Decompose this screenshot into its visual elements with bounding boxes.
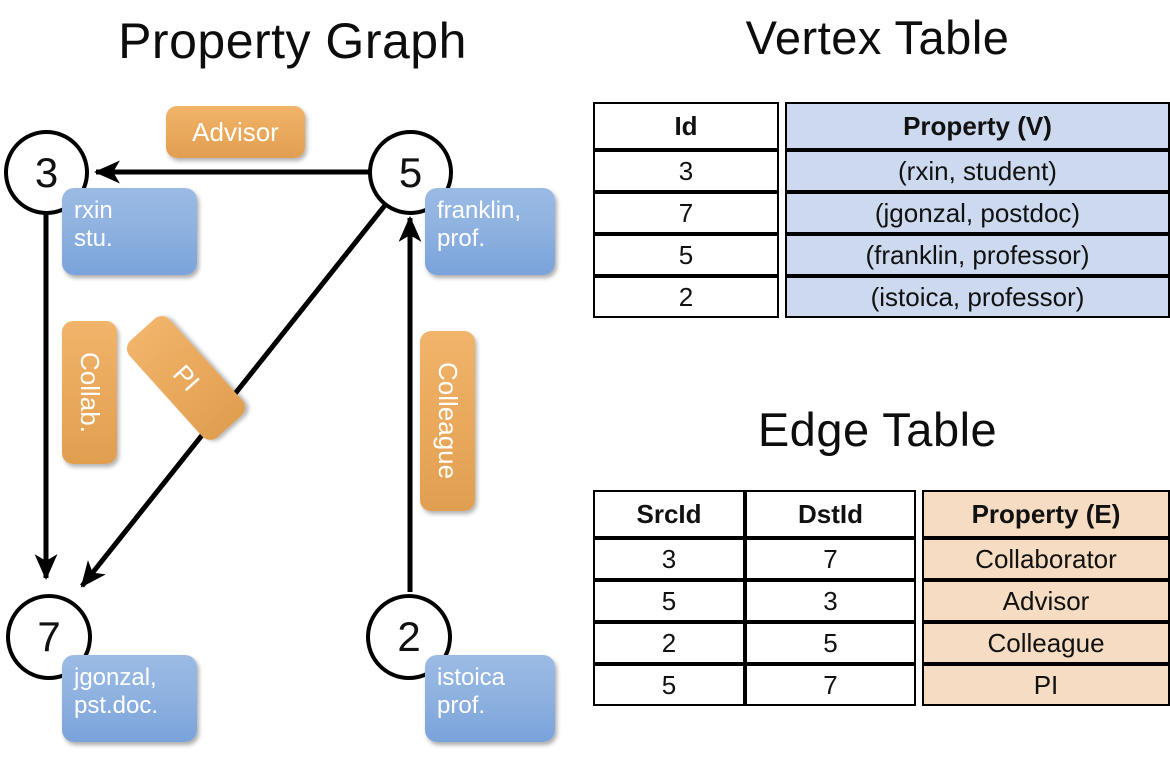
table-row: 5 7 PI	[593, 664, 1170, 706]
edge-cell-dstid: 7	[745, 538, 916, 580]
vertex-table-column-gap	[779, 150, 785, 192]
vertex-table-column-gap	[779, 192, 785, 234]
graph-node-5[interactable]: 5	[368, 130, 453, 215]
page-title-property-graph: Property Graph	[118, 13, 467, 69]
table-row: 5 3 Advisor	[593, 580, 1170, 622]
edge-table-header-property: Property (E)	[922, 490, 1170, 538]
table-row: 3 (rxin, student)	[593, 150, 1170, 192]
table-row: 7 (jgonzal, postdoc)	[593, 192, 1170, 234]
vertex-table: Id Property (V) 3 (rxin, student) 7 (jgo…	[593, 102, 1170, 318]
edge-cell-property: Colleague	[922, 622, 1170, 664]
edge-table: SrcId DstId Property (E) 3 7 Collaborato…	[593, 490, 1170, 706]
vertex-cell-id: 7	[593, 192, 779, 234]
node-property-3-line1: rxin	[74, 197, 113, 224]
edge-table-header-row: SrcId DstId Property (E)	[593, 490, 1170, 538]
node-property-2-line2: prof.	[437, 692, 486, 720]
graph-node-2[interactable]: 2	[366, 594, 452, 680]
edge-table-column-gap	[916, 538, 922, 580]
edge-cell-srcid: 5	[593, 664, 745, 706]
vertex-table-column-gap	[779, 276, 785, 318]
edge-cell-srcid: 2	[593, 622, 745, 664]
node-property-box-3: rxin stu.	[62, 188, 197, 275]
node-property-5-line1: franklin,	[437, 197, 522, 224]
edge-cell-srcid: 3	[593, 538, 745, 580]
table-row: 3 7 Collaborator	[593, 538, 1170, 580]
node-property-box-7: jgonzal, pst.doc.	[62, 655, 197, 742]
table-row: 5 (franklin, professor)	[593, 234, 1170, 276]
vertex-cell-property: (jgonzal, postdoc)	[785, 192, 1170, 234]
edge-cell-property: PI	[922, 664, 1170, 706]
edge-cell-srcid: 5	[593, 580, 745, 622]
vertex-cell-id: 2	[593, 276, 779, 318]
node-property-3-line2: stu.	[74, 225, 113, 253]
edge-table-header-dstid: DstId	[745, 490, 916, 538]
node-property-box-2: istoica prof.	[425, 655, 555, 742]
page-title-edge-table: Edge Table	[757, 403, 998, 456]
vertex-table-header-row: Id Property (V)	[593, 102, 1170, 150]
node-property-7-line1: jgonzal,	[74, 664, 157, 691]
edge-label-collab: Collab.	[62, 321, 117, 464]
edge-cell-dstid: 5	[745, 622, 916, 664]
table-row: 2 5 Colleague	[593, 622, 1170, 664]
vertex-table-column-gap	[779, 102, 785, 150]
edge-cell-dstid: 7	[745, 664, 916, 706]
node-property-2-line1: istoica	[437, 664, 506, 691]
vertex-cell-property: (istoica, professor)	[785, 276, 1170, 318]
edge-table-column-gap	[916, 664, 922, 706]
edge-label-advisor: Advisor	[166, 106, 305, 158]
edge-table-column-gap	[916, 622, 922, 664]
vertex-cell-id: 3	[593, 150, 779, 192]
property-graph-diagram: 3 5 7 2 rxin stu. franklin, prof. jgonza…	[4, 106, 555, 742]
edge-label-colleague: Colleague	[420, 331, 475, 511]
table-row: 2 (istoica, professor)	[593, 276, 1170, 318]
edge-table-header-srcid: SrcId	[593, 490, 745, 538]
vertex-cell-property: (franklin, professor)	[785, 234, 1170, 276]
edge-cell-property: Collaborator	[922, 538, 1170, 580]
edge-table-column-gap	[916, 490, 922, 538]
page-title-vertex-table: Vertex Table	[745, 11, 1010, 64]
vertex-table-header-id: Id	[593, 102, 779, 150]
vertex-cell-property: (rxin, student)	[785, 150, 1170, 192]
node-property-7-line2: pst.doc.	[74, 692, 159, 720]
node-property-box-5: franklin, prof.	[425, 188, 555, 275]
node-property-5-line2: prof.	[437, 225, 486, 253]
edge-cell-dstid: 3	[745, 580, 916, 622]
vertex-table-header-property: Property (V)	[785, 102, 1170, 150]
edge-table-column-gap	[916, 580, 922, 622]
vertex-cell-id: 5	[593, 234, 779, 276]
vertex-table-column-gap	[779, 234, 785, 276]
edge-cell-property: Advisor	[922, 580, 1170, 622]
